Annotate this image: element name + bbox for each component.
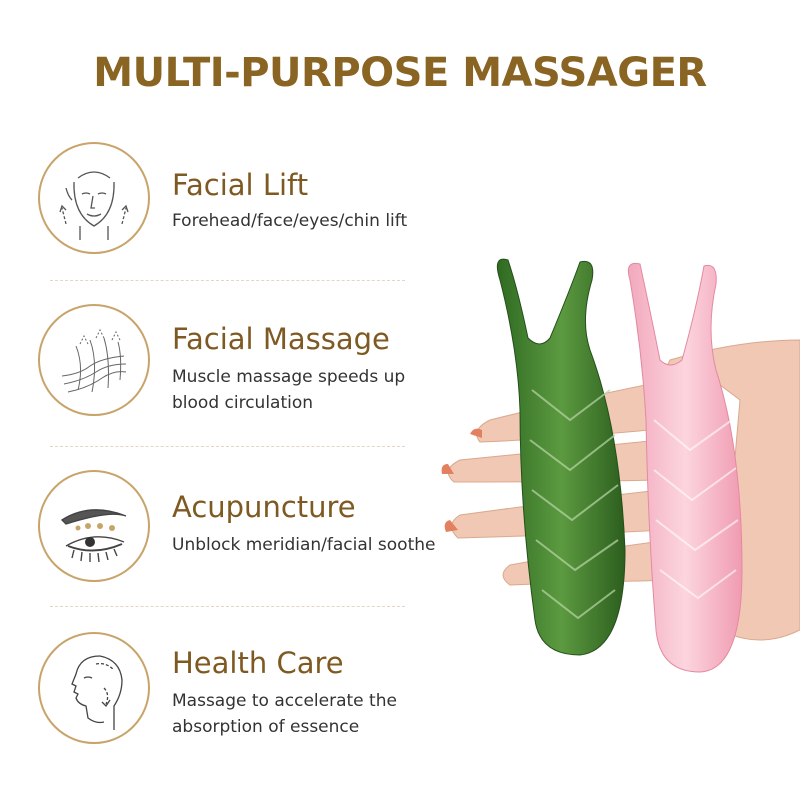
massage-lines-icon xyxy=(38,304,150,416)
rose-quartz-massager xyxy=(627,262,743,673)
feature-heading: Facial Massage xyxy=(172,322,390,356)
feature-description: Forehead/face/eyes/chin lift xyxy=(172,211,408,231)
divider xyxy=(50,446,405,447)
feature-description: Unblock meridian/facial soothe xyxy=(172,535,436,555)
eye-acupoint-icon xyxy=(38,470,150,582)
feature-heading: Acupuncture xyxy=(172,490,356,524)
feature-heading: Facial Lift xyxy=(172,168,309,202)
feature-description: Massage to accelerate the absorption of … xyxy=(172,691,397,737)
feature-heading: Health Care xyxy=(172,646,344,680)
feature-acupuncture: Acupuncture Unblock meridian/facial soot… xyxy=(38,470,508,600)
product-photo xyxy=(420,250,800,690)
feature-facial-lift: Facial Lift Forehead/face/eyes/chin lift xyxy=(38,142,508,272)
face-lift-icon xyxy=(38,142,150,254)
hand-holding-massagers-illustration xyxy=(441,258,800,673)
face-profile-icon xyxy=(38,632,150,744)
feature-facial-massage: Facial Massage Muscle massage speeds up … xyxy=(38,304,508,434)
feature-description: Muscle massage speeds up blood circulati… xyxy=(172,367,406,413)
divider xyxy=(50,280,405,281)
page-title: MULTI-PURPOSE MASSAGER xyxy=(93,50,707,96)
jade-massager xyxy=(496,258,626,656)
divider xyxy=(50,606,405,607)
feature-health-care: Health Care Massage to accelerate the ab… xyxy=(38,632,508,762)
